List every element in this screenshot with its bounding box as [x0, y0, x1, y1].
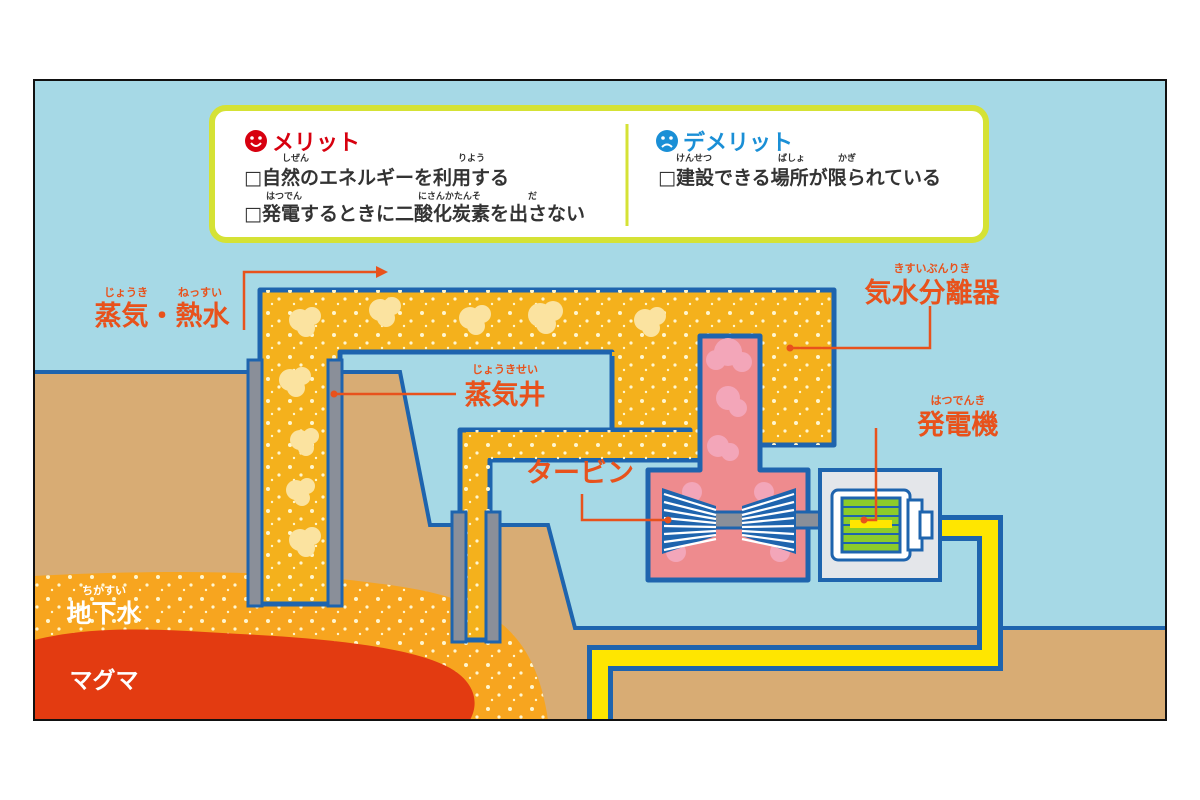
label-generator: 発電機 はつでんき — [917, 394, 999, 441]
demerit-item-1-ruby-1: けんせつ — [676, 153, 712, 164]
merit-item-2-ruby-2: にさんかたんそ — [418, 191, 481, 202]
label-steam-well: 蒸気井 じょうきせい — [465, 363, 546, 411]
generator-ruby: はつでんき — [931, 394, 986, 407]
merit-item-2-ruby-3: だ — [528, 191, 537, 202]
separator-label: 気水分離器 — [865, 277, 1001, 309]
demerit-item-1: □建設できる場所が限られている — [658, 166, 941, 189]
steam-hotwater-ruby-1: じょうき — [104, 286, 148, 299]
steam-puffs — [279, 297, 666, 557]
separator-ruby: きすいぶんりき — [894, 262, 971, 275]
merit-demerit-panel: メリット しぜん りよう □自然のエネルギーを利用する はつでん にさんかたんそ… — [209, 105, 989, 243]
groundwater-label: 地下水 — [66, 599, 142, 628]
groundwater-ruby: ちかすい — [82, 584, 126, 597]
merit-item-1: □自然のエネルギーを利用する — [244, 166, 509, 189]
well-casings — [246, 358, 502, 644]
demerit-item-1-ruby-3: かぎ — [838, 152, 856, 164]
steam-hotwater-label: 蒸気・熱水 — [95, 300, 231, 332]
steam-hotwater-ruby-2: ねっすい — [178, 286, 222, 299]
steam-well-ruby: じょうきせい — [472, 363, 538, 376]
leader-lines — [242, 270, 932, 522]
magma-layer — [34, 629, 475, 720]
merit-item-2-ruby-1: はつでん — [266, 191, 302, 202]
turbine-rotor — [662, 488, 852, 554]
steam-well-label: 蒸気井 — [465, 379, 546, 411]
diagram-frame — [33, 79, 1167, 721]
demerit-title: デメリット — [683, 130, 793, 156]
generator-label: 発電機 — [917, 410, 999, 441]
label-groundwater: 地下水 ちかすい — [66, 584, 142, 628]
demerit-item-1-ruby-2: ばしょ — [778, 152, 805, 164]
merit-item-1-ruby-2: りよう — [458, 153, 485, 164]
turbine-label: タービン — [526, 458, 634, 489]
arrow-right-icon — [376, 266, 388, 278]
merit-item-2: □発電するときに二酸化炭素を出さない — [244, 202, 585, 225]
magma-label: マグマ — [70, 667, 139, 694]
merit-item-1-ruby-1: しぜん — [282, 153, 309, 164]
label-steam-hotwater: 蒸気・熱水 じょうき ねっすい — [95, 286, 231, 332]
smile-face-icon — [245, 130, 267, 152]
sad-face-icon — [656, 130, 678, 152]
label-separator: 気水分離器 きすいぶんりき — [865, 262, 1001, 309]
merit-title: メリット — [272, 131, 360, 156]
generator-unit — [818, 468, 942, 582]
